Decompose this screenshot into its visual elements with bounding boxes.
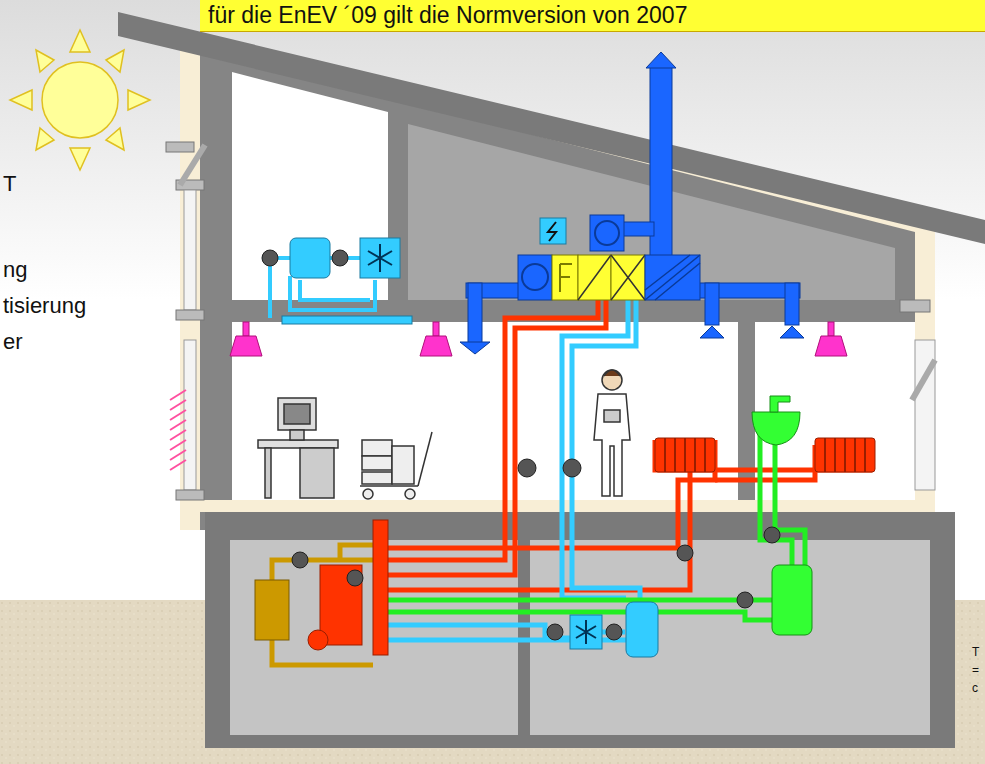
air-handling-unit <box>518 215 700 300</box>
insulation <box>180 36 935 530</box>
pump <box>262 250 780 640</box>
radiator-fins <box>665 438 865 472</box>
person <box>594 370 630 496</box>
computer-desk <box>258 398 338 498</box>
partial-caption: ng <box>3 258 27 282</box>
partial-caption: c <box>972 682 978 695</box>
chiller-unit <box>360 238 400 278</box>
sun-shading <box>170 390 186 470</box>
sink <box>752 396 800 445</box>
trolley <box>360 432 432 499</box>
cooling-ceiling <box>282 316 412 324</box>
cold-storage <box>626 602 658 657</box>
sky <box>0 0 985 300</box>
pipe-network <box>272 300 870 665</box>
floor-insulation <box>200 500 935 512</box>
boiler <box>308 565 362 650</box>
storage-unit <box>255 580 289 640</box>
partial-caption: er <box>3 330 23 354</box>
partition-wall <box>738 322 755 500</box>
partial-caption: = <box>972 664 979 677</box>
partial-caption: T <box>972 646 979 659</box>
sun <box>10 30 150 170</box>
partial-caption: T <box>3 172 16 196</box>
storage-tank <box>290 238 330 278</box>
cold-room <box>530 540 930 735</box>
water-heater <box>772 565 812 635</box>
distributor <box>373 520 388 655</box>
banner-text: für die EnEV ´09 gilt die Normversion vo… <box>208 3 977 28</box>
window <box>166 142 935 500</box>
duct <box>460 52 804 354</box>
banner-box: für die EnEV ´09 gilt die Normversion vo… <box>200 0 985 32</box>
chiller-unit <box>570 615 602 649</box>
partial-caption: tisierung <box>3 294 86 318</box>
radiator <box>655 438 875 472</box>
